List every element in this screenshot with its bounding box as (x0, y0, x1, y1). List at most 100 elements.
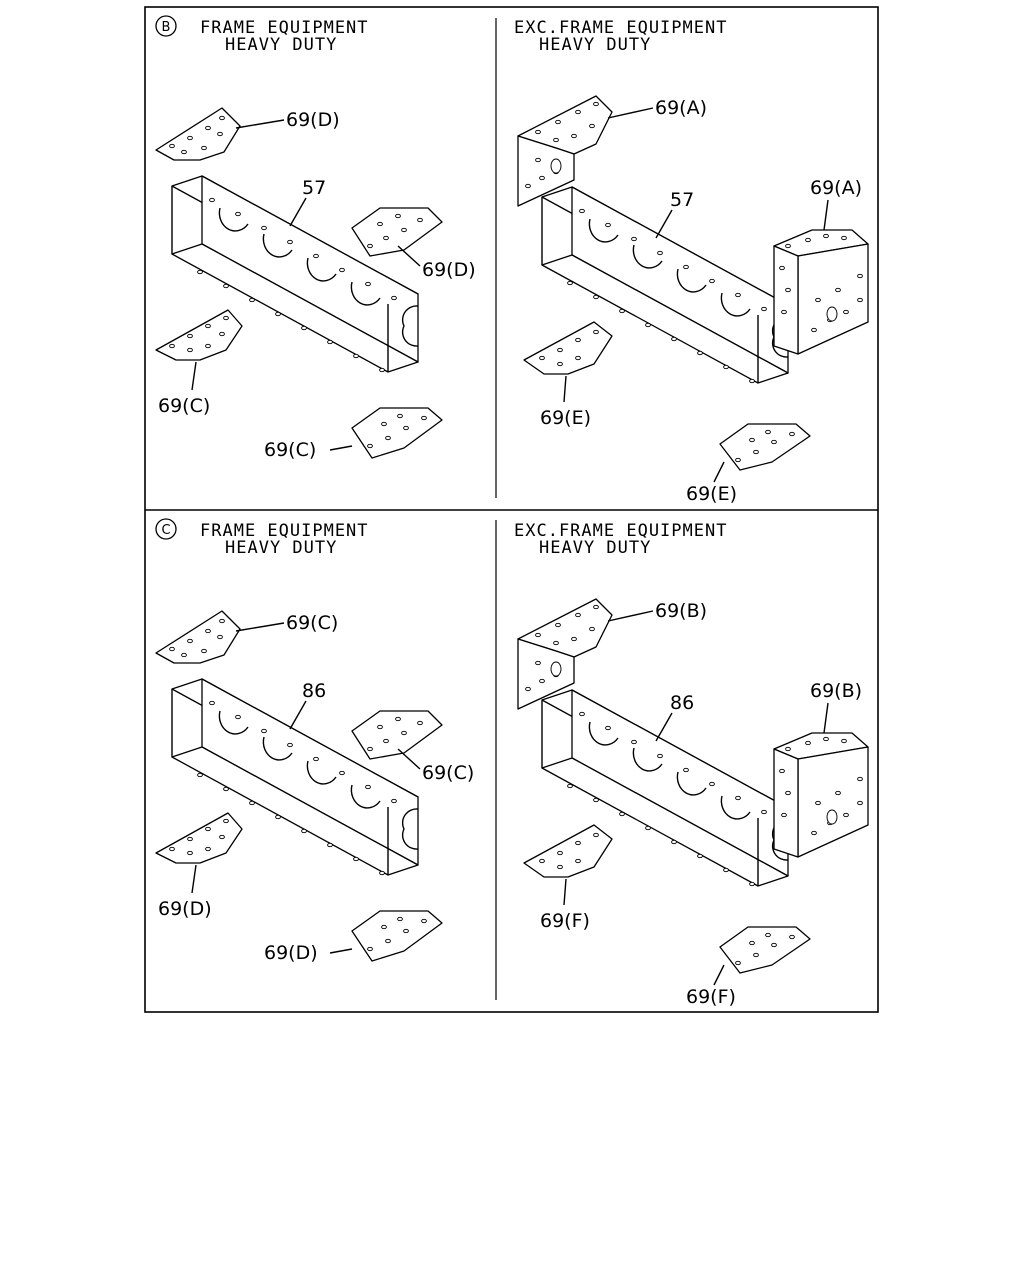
beam-bolt-hole (709, 781, 715, 787)
box-bracket-side (773, 748, 799, 858)
box-bracket-side (773, 245, 799, 355)
part-ref-low-right: 69(C) (264, 439, 316, 461)
beam-cutout (218, 710, 249, 735)
beam-cutout (588, 721, 619, 746)
bolt-hole (525, 686, 531, 692)
bolt-hole (765, 429, 771, 435)
bolt-hole (219, 618, 225, 624)
beam-cutout (720, 795, 751, 820)
section-marker-letter: B (162, 20, 171, 35)
leader-line (655, 209, 673, 239)
bolt-hole (841, 235, 847, 241)
beam-bolt-hole (391, 295, 397, 301)
beam-cutout (262, 736, 293, 761)
bolt-hole (553, 640, 559, 646)
bolt-hole (765, 932, 771, 938)
bolt-hole (535, 157, 541, 163)
bolt-hole (593, 329, 599, 335)
beam-bolt-hole (683, 264, 689, 270)
gusset-plate-low-left (523, 321, 613, 375)
bolt-hole (535, 129, 541, 135)
beam-bolt-hole (379, 367, 385, 373)
panel-header-line2: HEAVY DUTY (225, 538, 337, 558)
beam-bolt-hole (605, 725, 611, 731)
bolt-hole (589, 123, 595, 129)
bolt-hole (843, 309, 849, 315)
bolt-hole (401, 730, 407, 736)
bolt-hole (535, 632, 541, 638)
beam-bolt-hole (379, 870, 385, 876)
beam-bolt-hole (671, 839, 677, 845)
bolt-hole (381, 421, 387, 427)
bolt-hole (367, 946, 373, 952)
bolt-hole (377, 221, 383, 227)
bolt-hole (557, 850, 563, 856)
bolt-hole (557, 864, 563, 870)
bolt-hole (417, 217, 423, 223)
bolt-hole (805, 740, 811, 746)
bolt-hole (187, 333, 193, 339)
bolt-hole (753, 952, 759, 958)
bolt-hole (805, 237, 811, 243)
bolt-hole (169, 143, 175, 149)
part-ref-low-right: 69(D) (264, 942, 318, 964)
bolt-hole (835, 790, 841, 796)
bolt-hole (217, 634, 223, 640)
bolt-hole (219, 331, 225, 337)
bolt-hole (785, 243, 791, 249)
bolt-hole (539, 175, 545, 181)
gusset-plate-low-left (155, 309, 243, 361)
bolt-hole (169, 646, 175, 652)
part-ref-mid-right: 69(D) (422, 259, 476, 281)
bolt-hole (395, 716, 401, 722)
bolt-hole (781, 309, 787, 315)
beam-bolt-hole (645, 825, 651, 831)
bolt-hole (377, 724, 383, 730)
bolt-hole (169, 343, 175, 349)
beam-bolt-hole (631, 236, 637, 242)
beam-cutout (676, 268, 707, 293)
bolt-hole (397, 916, 403, 922)
bolt-hole (823, 736, 829, 742)
gusset-plate-top (155, 610, 241, 664)
bolt-hole (771, 439, 777, 445)
bolt-hole (575, 337, 581, 343)
bolt-hole (749, 437, 755, 443)
panel-header-line2: HEAVY DUTY (539, 35, 651, 55)
bolt-hole (571, 636, 577, 642)
beam-bolt-hole (301, 828, 307, 834)
bolt-hole (815, 297, 821, 303)
bolt-hole (857, 273, 863, 279)
beam-end-notch (401, 808, 419, 850)
beam-bolt-hole (697, 350, 703, 356)
beam-bolt-hole (709, 278, 715, 284)
beam-part-number: 86 (302, 680, 326, 702)
bracket-large-hole (826, 809, 838, 825)
beam-bolt-hole (593, 294, 599, 300)
bolt-hole (539, 858, 545, 864)
beam-bottom-flange (541, 254, 789, 384)
bolt-hole (403, 928, 409, 934)
bolt-hole (403, 425, 409, 431)
bolt-hole (223, 315, 229, 321)
leader-line (329, 948, 353, 954)
beam-bolt-hole (567, 280, 573, 286)
beam-edge (171, 689, 389, 875)
bolt-hole (187, 135, 193, 141)
bolt-hole (735, 960, 741, 966)
bolt-hole (383, 738, 389, 744)
bolt-hole (367, 443, 373, 449)
bolt-hole (555, 119, 561, 125)
bolt-hole (785, 746, 791, 752)
beam-bolt-hole (327, 842, 333, 848)
bolt-hole (205, 826, 211, 832)
beam-bolt-hole (365, 784, 371, 790)
beam-edge (541, 700, 759, 886)
leader-line (397, 245, 421, 267)
bolt-hole (187, 638, 193, 644)
bolt-hole (789, 431, 795, 437)
bolt-hole (857, 776, 863, 782)
gusset-plate-low-right (351, 910, 443, 962)
beam-bolt-hole (327, 339, 333, 345)
